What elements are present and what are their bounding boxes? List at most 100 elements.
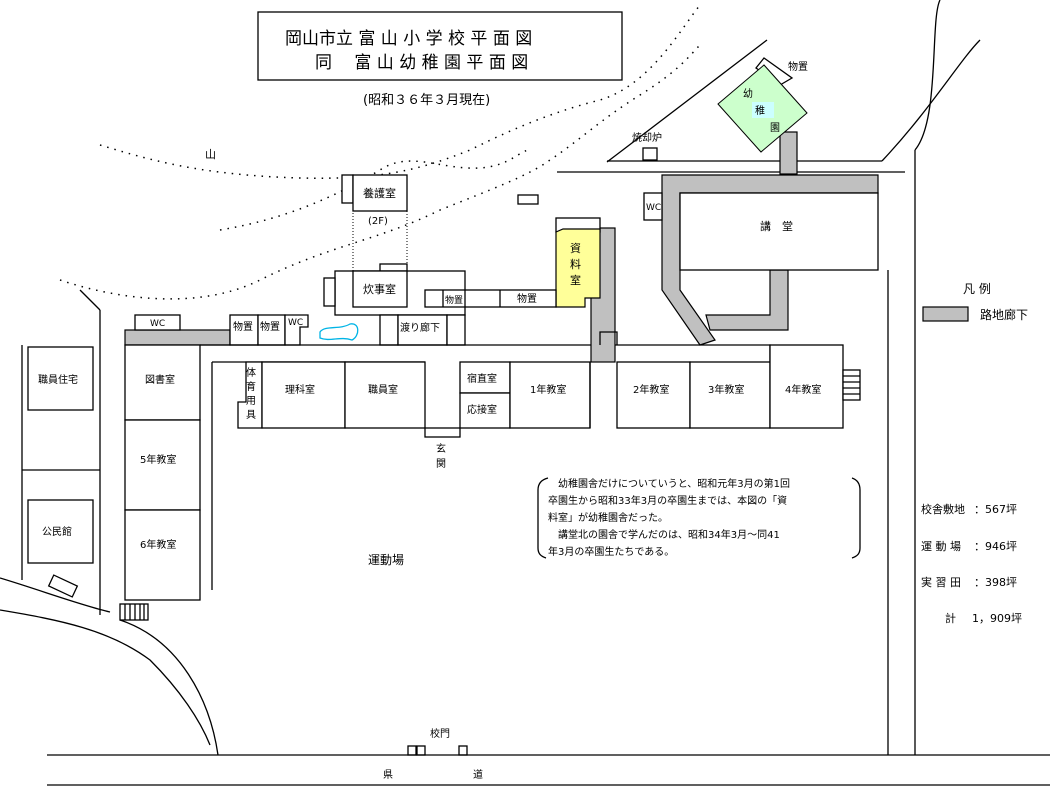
grade2-classroom [616,361,691,429]
kindergarten-highlight [752,102,774,118]
small-structure [517,194,539,205]
hill-contour-3 [59,44,701,300]
area-label: 計 [945,611,956,625]
reception-label: 応接室 [467,403,497,416]
area-value: ：398坪 [974,576,1017,589]
night-duty-label: 宿直室 [467,372,497,385]
subtitle: (昭和３６年３月現在) [363,93,490,108]
legend-corridor-label: 路地廊下 [980,307,1028,322]
mountain-label: 山 [205,148,216,161]
passage-side [379,314,399,346]
stairs-east [842,369,861,401]
entrance-label-2: 関 [436,458,446,470]
staff-room [344,361,426,429]
area-value: 1，909坪 [972,612,1022,625]
storage-a-label: 物置 [233,320,253,333]
grade6-label: 6年教室 [140,538,176,551]
archive-label-1: 資 [570,242,581,255]
kitchen [352,270,408,308]
title-line2: 同 富 山 幼 稚 園 平 面 図 [315,53,528,73]
gym-label-4: 具 [246,409,256,421]
note-line: 卒園生から昭和33年3月の卒園生までは、本図の「資 [548,494,787,507]
kitchen-label: 炊事室 [363,282,396,296]
note-line: 講堂北の園舎で学んだのは、昭和34年3月〜同41 [548,528,780,541]
grade1-classroom [509,361,591,429]
note-line: 料室」が幼稚園舎だった。 [548,511,668,524]
kindergarten-corridor [779,131,798,175]
school-gate-label: 校門 [430,727,450,740]
kindergarten-label-1: 幼 [743,87,753,100]
community-hall-label: 公民館 [42,525,72,538]
passage [397,314,448,346]
teacher-housing-label: 職員住宅 [38,373,78,386]
second-floor-label: (2F) [368,216,388,227]
area-value: ：567坪 [974,503,1017,516]
wc-hall [643,192,663,221]
infirmary-label: 養護室 [363,186,396,200]
infirmary [352,174,408,212]
passage-label: 渡り廊下 [400,321,440,334]
teacher-housing [27,346,94,411]
gym-label-2: 育 [246,380,256,393]
archive-label-2: 料 [570,257,581,271]
reception-room [459,392,511,429]
legend-corridor-swatch [922,306,969,322]
covered-corridor [705,269,789,331]
note-text: 幼稚園舎だけについていうと、昭和元年3月の第1回 卒園生から昭和33年3月の卒園… [548,477,790,558]
gym-label-1: 体 [246,367,256,379]
prefectural-road-label: 県 道 [383,768,483,781]
title-box [257,11,623,81]
grade5-label: 5年教室 [140,453,176,466]
area-label: 校舎敷地 [921,502,965,516]
staff-label: 職員室 [368,383,398,396]
archive-room [555,228,601,308]
grade4-classroom [769,344,844,429]
grade4-label: 4年教室 [785,383,821,396]
covered-corridor [124,329,231,346]
boundary-curve [881,39,981,162]
wc-west [134,314,181,331]
grade3-classroom [689,361,771,429]
pond [319,323,359,341]
library [124,344,201,421]
grade3-label: 3年教室 [708,383,744,396]
storage-b [257,314,286,346]
kindergarten-label-2: 稚 [755,105,765,117]
incinerator-label: 焼却炉 [632,132,662,144]
boundary-curve [914,0,941,151]
entrance [424,427,461,438]
title-line1: 岡山市立 富 山 小 学 校 平 面 図 [285,29,532,49]
hill-contour-2 [219,149,531,231]
gate-post [458,745,468,756]
playground-label: 運動場 [368,553,404,567]
area-label: 運 動 場 [921,539,961,553]
passage-side [446,314,466,346]
grade6-classroom [124,509,201,601]
note-line: 幼稚園舎だけについていうと、昭和元年3月の第1回 [548,477,790,490]
kitchen-annex [323,277,336,307]
gate-post [407,745,417,756]
grade2-label: 2年教室 [633,383,669,396]
gate-post [416,745,426,756]
small-shed [47,574,79,598]
wc-hall-label: WC [646,203,661,213]
storage-small-label: 物置 [445,294,463,306]
stairs-west [119,603,149,621]
science-label: 理科室 [285,383,315,396]
storage-row [424,289,557,308]
area-label: 実 習 田 [921,575,961,589]
boundary-line [606,39,768,163]
night-duty-room [459,361,511,394]
wc-west-label: WC [150,319,165,329]
note-line: 年3月の卒園生たちである。 [548,545,674,558]
area-value: ：946坪 [974,540,1017,553]
kitchen-annex-top [379,263,408,272]
storage-label: 物置 [517,292,537,305]
community-hall [27,499,94,564]
storage-b-label: 物置 [260,320,280,333]
covered-corridor [661,174,879,346]
legend-title: 凡 例 [963,282,991,296]
gym-label-3: 用 [246,396,256,407]
kindergarten-label-3: 園 [770,122,780,134]
